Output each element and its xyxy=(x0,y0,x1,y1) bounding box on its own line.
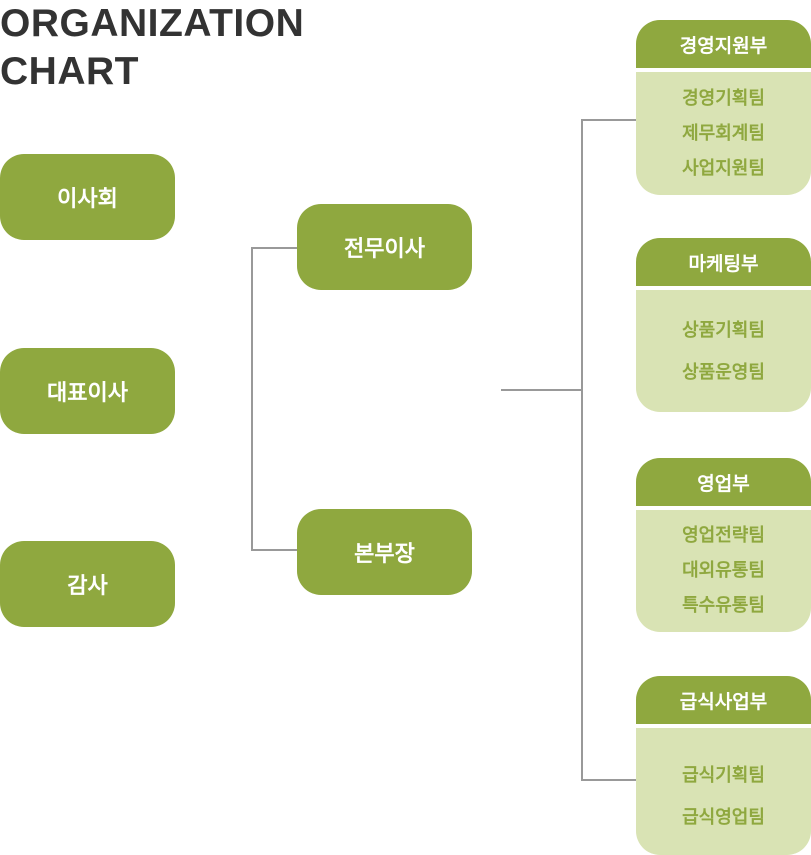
department-marketing: 마케팅부 상품기획팀 상품운영팀 xyxy=(636,238,811,412)
team-item: 급식영업팀 xyxy=(682,806,765,828)
department-header: 영업부 xyxy=(636,458,811,510)
team-item: 영업전략팀 xyxy=(682,525,765,546)
auditor-label: 감사 xyxy=(67,574,108,599)
board-of-directors-label: 이사회 xyxy=(57,187,118,212)
team-item: 제무회계팀 xyxy=(682,122,765,144)
chart-title: ORGANIZATION CHART xyxy=(0,0,304,96)
connector-department-bracket xyxy=(581,119,636,781)
department-management-support: 경영지원부 경영기획팀 제무회계팀 사업지원팀 xyxy=(636,20,811,195)
team-item: 상품기획팀 xyxy=(682,320,765,341)
department-header: 마케팅부 xyxy=(636,238,811,290)
team-item: 대외유통팀 xyxy=(682,560,765,581)
department-sales: 영업부 영업전략팀 대외유통팀 특수유통팀 xyxy=(636,458,811,632)
division-head-label: 본부장 xyxy=(354,542,415,567)
board-of-directors-box: 이사회 xyxy=(0,154,175,240)
department-team-list: 급식기획팀 급식영업팀 xyxy=(636,728,811,855)
department-team-list: 경영기획팀 제무회계팀 사업지원팀 xyxy=(636,72,811,195)
managing-director-label: 전무이사 xyxy=(344,237,425,262)
team-item: 사업지원팀 xyxy=(682,157,765,179)
team-item: 상품운영팀 xyxy=(682,362,765,383)
connector-executive-bracket xyxy=(251,247,297,551)
chart-title-line1: ORGANIZATION xyxy=(0,2,305,45)
team-item: 특수유통팀 xyxy=(682,595,765,616)
chart-title-line2: CHART xyxy=(0,50,139,93)
team-item: 급식기획팀 xyxy=(682,764,765,786)
department-team-list: 영업전략팀 대외유통팀 특수유통팀 xyxy=(636,510,811,632)
division-head-box: 본부장 xyxy=(297,509,472,595)
team-item: 경영기획팀 xyxy=(682,87,765,109)
department-catering: 급식사업부 급식기획팀 급식영업팀 xyxy=(636,676,811,855)
department-team-list: 상품기획팀 상품운영팀 xyxy=(636,290,811,412)
ceo-box: 대표이사 xyxy=(0,348,175,434)
department-header: 급식사업부 xyxy=(636,676,811,728)
auditor-box: 감사 xyxy=(0,541,175,627)
ceo-label: 대표이사 xyxy=(47,381,128,406)
department-header: 경영지원부 xyxy=(636,20,811,72)
managing-director-box: 전무이사 xyxy=(297,204,472,290)
